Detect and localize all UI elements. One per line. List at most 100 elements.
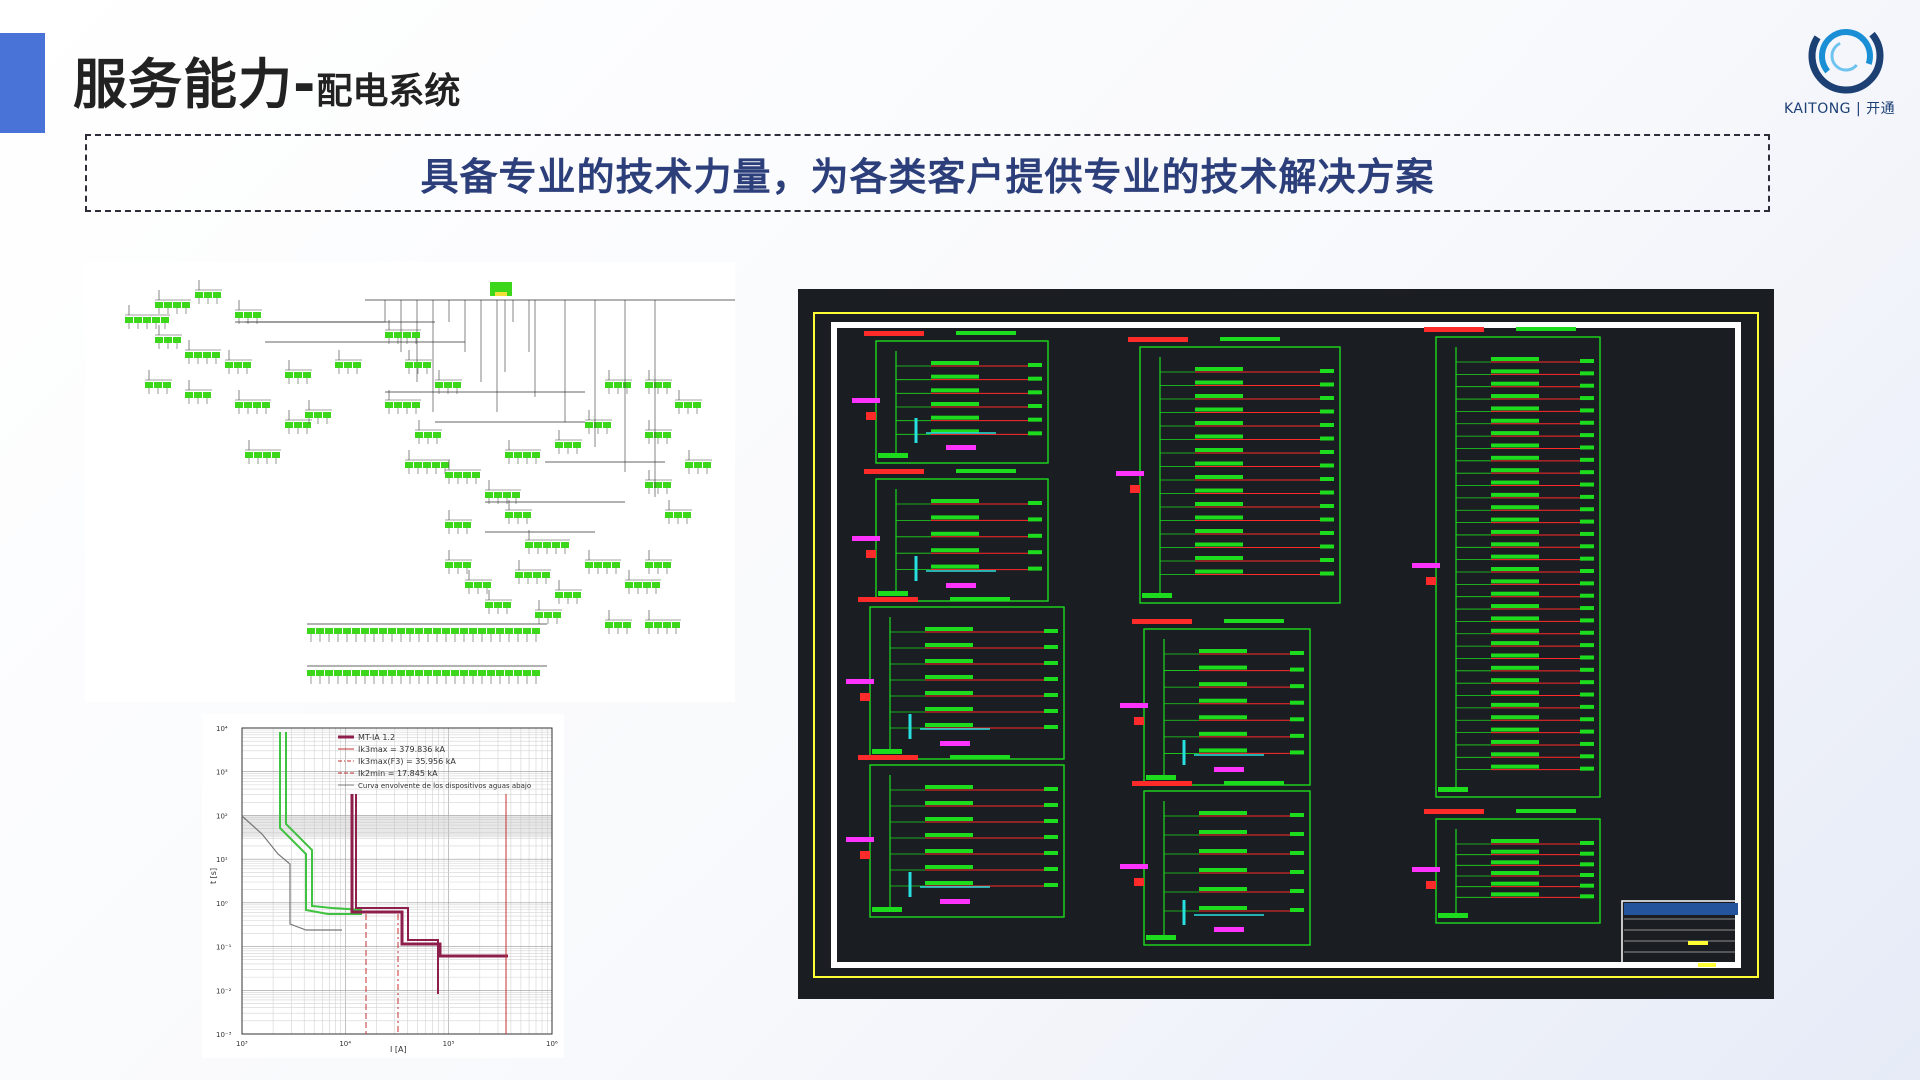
legend-item-3: Ik2min = 17.845 kA [358, 769, 438, 778]
tree-leaf-node [145, 382, 153, 388]
tree-leaf-node [594, 422, 602, 428]
tree-leaf-node [573, 592, 581, 598]
tree-row-node [325, 670, 333, 676]
tree-leaf-node [305, 412, 313, 418]
tree-leaf-node [454, 522, 462, 528]
cad-circuit-label [1491, 529, 1539, 534]
cad-circuit-tag [1044, 693, 1058, 697]
tree-leaf-node [542, 572, 550, 578]
cad-title-bar [1624, 903, 1738, 915]
tree-leaf-node [423, 462, 431, 468]
cad-circuit-tag [1580, 593, 1594, 598]
cad-circuit-tag [1320, 369, 1334, 373]
tree-leaf-node [415, 432, 423, 438]
tree-leaf-node [514, 512, 522, 518]
cad-panel-header-green [956, 331, 1016, 335]
cad-circuit-label [1195, 515, 1243, 520]
cad-circuit-tag [1290, 870, 1304, 874]
tree-source-yellow [495, 292, 507, 296]
cad-circuit-label [1491, 881, 1539, 886]
cad-circuit-tag [1028, 550, 1042, 555]
tree-leaf-node [472, 472, 480, 478]
tree-leaf-node [405, 462, 413, 468]
tree-leaf-node [182, 302, 190, 308]
tree-row-node [334, 628, 342, 634]
curve-mt-ia [350, 794, 508, 958]
cad-breaker-symbol [860, 693, 870, 701]
cad-circuit-label [1491, 628, 1539, 633]
tree-leaf-node [654, 482, 662, 488]
tree-row-node [478, 628, 486, 634]
cad-single-line-drawing [798, 289, 1774, 999]
tree-leaf-node [494, 492, 502, 498]
cad-circuit-label [925, 817, 973, 821]
tree-leaf-node [432, 462, 440, 468]
cad-circuit-label [1195, 421, 1243, 425]
cad-title-tag [1688, 941, 1708, 945]
curve-y-tick: 10⁻¹ [216, 944, 232, 952]
cad-circuit-tag [1580, 507, 1594, 512]
curve-y-tick: 10⁻² [216, 987, 232, 995]
cad-circuit-tag [1580, 420, 1594, 425]
cad-circuit-label [1195, 461, 1243, 466]
cad-circuit-label [925, 881, 973, 885]
cad-circuit-tag [1320, 450, 1334, 454]
cad-circuit-label [1491, 394, 1539, 399]
cad-circuit-label [931, 388, 979, 393]
curve-x-tick: 10⁴ [339, 1040, 351, 1048]
cad-circuit-label [1491, 357, 1539, 361]
cad-magenta-tag [946, 445, 976, 450]
tree-row-node [397, 670, 405, 676]
cad-circuit-tag [1320, 571, 1334, 576]
tree-leaf-node [564, 442, 572, 448]
curve-envelope-green-2 [285, 732, 363, 911]
cad-circuit-label [1491, 892, 1539, 897]
cad-circuit-label [1491, 480, 1539, 485]
cad-circuit-label [1491, 505, 1539, 510]
cad-circuit-label [1491, 653, 1539, 658]
cad-circuit-tag [1580, 531, 1594, 536]
cad-circuit-label [1491, 715, 1539, 720]
tree-leaf-node [344, 362, 352, 368]
tree-leaf-node [234, 362, 242, 368]
cad-circuit-label [1491, 443, 1539, 448]
cad-circuit-label [931, 374, 979, 379]
cad-circuit-tag [1044, 851, 1058, 855]
tree-leaf-node [654, 432, 662, 438]
cad-circuit-label [925, 865, 973, 869]
cad-circuit-tag [1028, 404, 1042, 408]
cad-circuit-label [1491, 604, 1539, 609]
tree-leaf-node [235, 312, 243, 318]
tree-row-node [487, 670, 495, 676]
cad-circuit-label [925, 849, 973, 853]
tree-leaf-node [523, 452, 531, 458]
cad-footer-tag [1438, 787, 1468, 792]
tree-row-node [352, 670, 360, 676]
cad-circuit-label [931, 429, 979, 434]
tree-row-node [433, 670, 441, 676]
tree-leaf-node [163, 382, 171, 388]
tree-leaf-node [155, 302, 163, 308]
curve-x-tick: 10³ [236, 1040, 248, 1048]
protection-curve-svg: MT-IA 1.2 Ik3max = 379.836 kA Ik3max(F3)… [209, 725, 558, 1054]
cad-drawing-svg [813, 312, 1759, 978]
cad-panel-header [864, 331, 924, 336]
cad-circuit-label [1195, 394, 1243, 398]
tree-leaf-node [445, 522, 453, 528]
cad-circuit-tag [1580, 359, 1594, 363]
tree-leaf-node [585, 562, 593, 568]
curve-y-tick: 10² [216, 812, 228, 820]
cad-circuit-label [925, 675, 973, 679]
tree-leaf-node [154, 382, 162, 388]
cad-panel-header-green [1516, 327, 1576, 331]
tree-leaf-node [225, 362, 233, 368]
cad-circuit-label [1199, 811, 1247, 815]
cad-circuit-tag [1580, 655, 1594, 660]
cad-circuit-tag [1290, 889, 1304, 893]
cad-circuit-tag [1320, 517, 1334, 522]
tree-leaf-node [453, 382, 461, 388]
tree-leaf-node [403, 402, 411, 408]
cad-circuit-tag [1580, 371, 1594, 376]
cad-circuit-label [1195, 434, 1243, 439]
